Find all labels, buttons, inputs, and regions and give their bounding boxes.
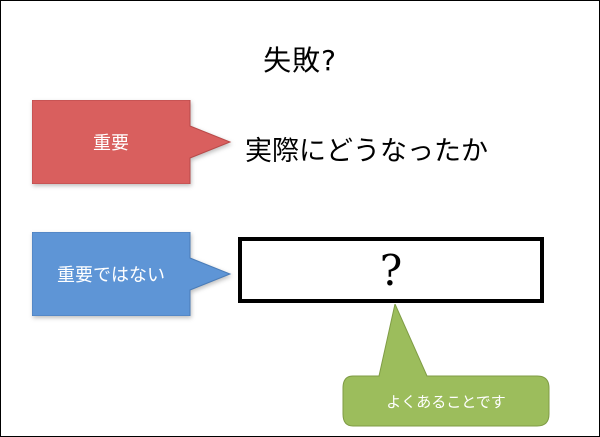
callout-text: よくあることです [386, 392, 506, 411]
not-important-arrow-shape [32, 232, 232, 316]
important-arrow: 重要 [32, 100, 232, 184]
unknown-outcome-box: ? [238, 237, 544, 303]
actual-outcome-text: 実際にどうなったか [245, 136, 488, 167]
important-label: 重要 [93, 133, 129, 154]
callout-shape [342, 304, 550, 427]
not-important-label: 重要ではない [57, 265, 165, 286]
not-important-arrow: 重要ではない [32, 232, 232, 316]
slide-title: 失敗? [263, 44, 337, 77]
question-mark: ? [379, 245, 403, 295]
callout-bubble: よくあることです [339, 304, 555, 430]
important-arrow-shape [32, 100, 232, 184]
